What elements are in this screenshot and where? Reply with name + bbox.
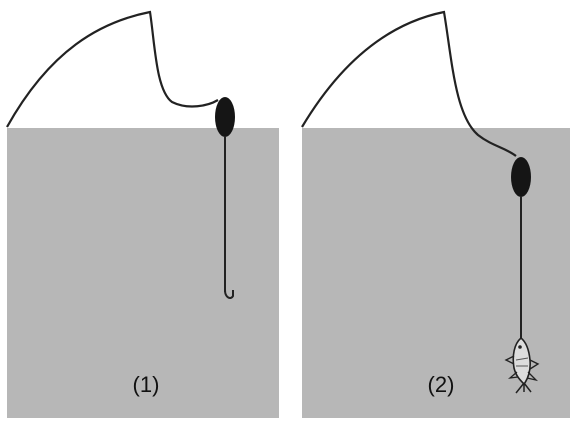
panel-2: (2) xyxy=(301,10,570,418)
panel-1: (1) xyxy=(6,10,279,418)
water-panel-1 xyxy=(7,128,279,418)
fishing-line-panel-2 xyxy=(301,10,517,157)
panel-label-1: (1) xyxy=(133,372,160,397)
hook-icon xyxy=(224,289,234,299)
fishing-line-panel-1 xyxy=(6,10,219,128)
float-icon xyxy=(215,97,235,137)
fish-icon xyxy=(504,336,540,394)
float-icon-submerged xyxy=(511,157,531,197)
panel-label-2: (2) xyxy=(428,372,455,397)
